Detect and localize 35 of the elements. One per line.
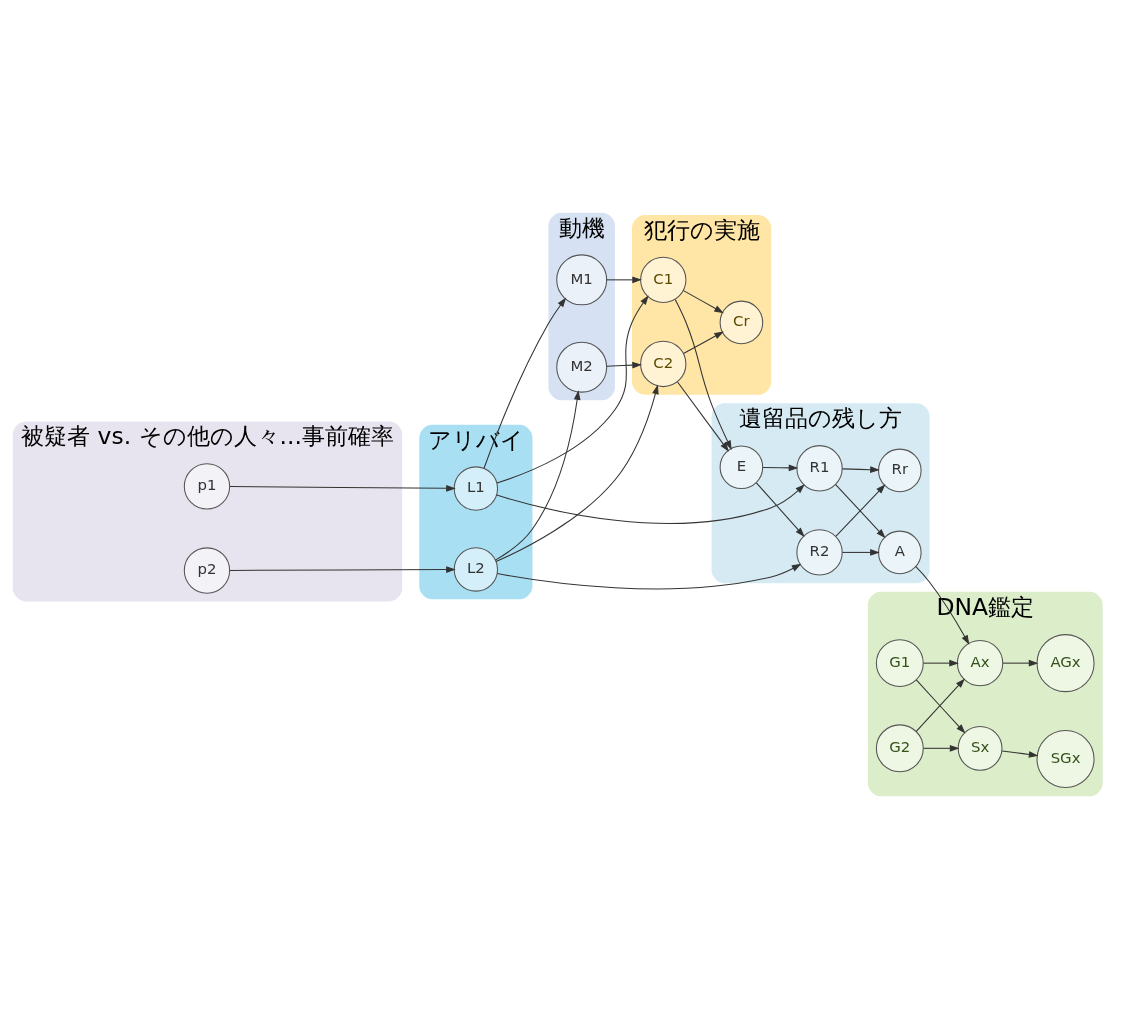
arrow xyxy=(677,381,729,452)
arrow xyxy=(755,482,805,537)
arrow xyxy=(841,466,880,473)
node-circle: p2 xyxy=(183,547,231,594)
arrow xyxy=(496,563,802,590)
arrow xyxy=(841,549,880,556)
arrow xyxy=(674,298,732,450)
node-circle: E xyxy=(719,445,764,490)
node-circle: AGx xyxy=(1036,634,1095,693)
arrow xyxy=(494,390,581,561)
arrow xyxy=(922,744,960,752)
arrow xyxy=(1001,750,1039,758)
arrow xyxy=(496,484,805,525)
node-circle: SGx xyxy=(1036,729,1095,788)
arrow xyxy=(483,297,567,470)
node-circle: G2 xyxy=(875,724,924,773)
arrow xyxy=(915,566,970,645)
node-circle: G1 xyxy=(875,639,924,688)
node-circle: Cr xyxy=(719,300,764,345)
node-circle: M2 xyxy=(556,341,608,393)
arrow xyxy=(496,295,649,484)
arrow xyxy=(606,361,642,369)
node-circle: L2 xyxy=(453,547,499,592)
arrow xyxy=(682,331,724,354)
arrow xyxy=(229,566,456,573)
arrow xyxy=(495,384,659,563)
arrow xyxy=(682,290,724,314)
node-circle: C2 xyxy=(640,340,687,388)
arrow xyxy=(606,276,642,284)
arrow xyxy=(1002,659,1039,667)
node-circle: p1 xyxy=(183,463,231,510)
node-circle: L1 xyxy=(453,466,499,511)
arrow xyxy=(922,659,959,667)
arrow xyxy=(229,484,456,492)
arrow xyxy=(762,464,799,472)
